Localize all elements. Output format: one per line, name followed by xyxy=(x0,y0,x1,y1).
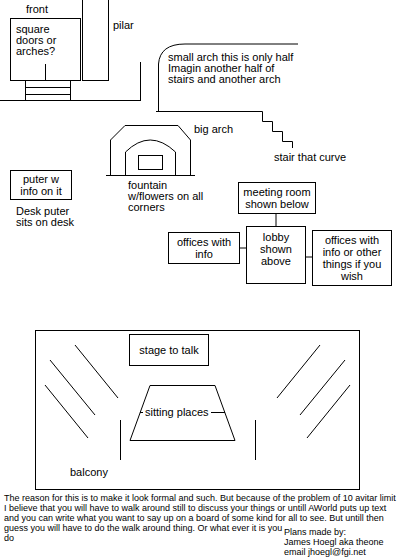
seat-row xyxy=(50,360,95,415)
door-split xyxy=(45,64,46,80)
front-stairs xyxy=(26,81,71,101)
wall-edge xyxy=(140,62,141,101)
note-text: small arch this is only half Imagin anot… xyxy=(168,52,296,85)
view-label: front xyxy=(26,4,48,15)
stage-box: stage to talk xyxy=(129,334,209,366)
credit-text: Plans made by: xyxy=(284,527,396,537)
room-box: meeting room shown below xyxy=(238,182,316,214)
center-seating xyxy=(130,386,235,441)
seat-row xyxy=(277,345,320,398)
small-arch xyxy=(159,44,299,111)
room-box: offices with info or other things if you… xyxy=(312,230,392,286)
note-text: square doors or arches? xyxy=(16,24,78,57)
door-frame xyxy=(11,19,81,81)
arch-base xyxy=(106,175,195,176)
seat-row xyxy=(307,385,350,438)
node-text: offices with info or other things if you… xyxy=(317,234,387,282)
area-label: sitting places xyxy=(143,406,211,419)
note-text: fountain w/flowers on all corners xyxy=(128,180,216,213)
node-text: meeting room shown below xyxy=(243,186,311,210)
room-box: offices with info xyxy=(168,232,240,264)
node-text: offices with info xyxy=(173,236,235,260)
node-text: balcony xyxy=(70,466,108,478)
note-text: Desk puter sits on desk xyxy=(16,206,86,228)
seat-row xyxy=(75,345,118,398)
node-text: puter w info on it xyxy=(14,173,68,197)
footer-block: Plans made by:James Hoegl aka theoneemai… xyxy=(4,493,396,557)
fountain xyxy=(139,156,163,170)
computer-box: puter w info on it xyxy=(10,170,72,200)
pillar xyxy=(83,0,109,81)
arch-base xyxy=(156,111,262,112)
stair-step xyxy=(25,87,70,88)
big-arch xyxy=(111,126,191,176)
ground-line xyxy=(0,100,141,101)
part-label: big arch xyxy=(194,124,233,135)
inner-arch xyxy=(126,140,176,175)
seat-row xyxy=(300,360,345,415)
stair-step xyxy=(25,94,70,95)
aisle-line xyxy=(255,420,256,460)
connector-line xyxy=(276,214,277,226)
part-label: pilar xyxy=(113,20,134,31)
curving-stair xyxy=(250,112,293,149)
credit-text: James Hoegl aka theone xyxy=(284,537,396,547)
seat-row xyxy=(45,385,88,438)
node-text: lobby shown above xyxy=(251,231,301,267)
room-box: lobby shown above xyxy=(246,226,306,284)
node-text: stage to talk xyxy=(134,344,204,356)
aisle-line xyxy=(120,420,121,460)
credits-block: Plans made by:James Hoegl aka theoneemai… xyxy=(284,527,396,557)
credit-text: email jhoegl@fgi.net xyxy=(284,547,396,557)
note-text: stair that curve xyxy=(274,152,394,163)
